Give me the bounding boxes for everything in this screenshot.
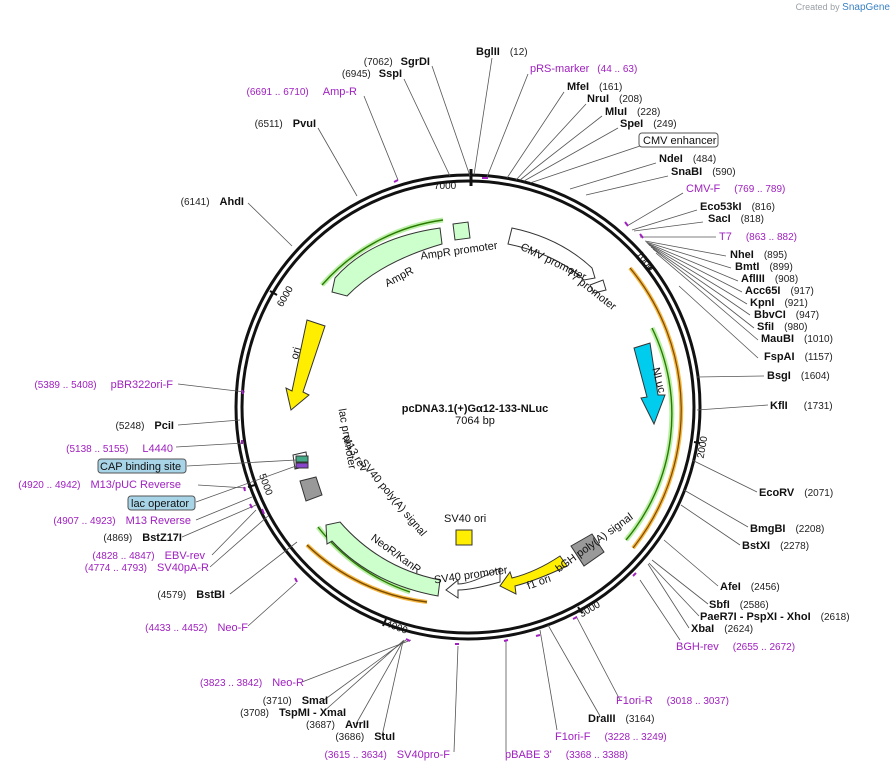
boxed-labels: CMV enhancer CAP binding site lac operat… <box>97 132 719 511</box>
label-bglii: BglII(12) <box>476 46 528 58</box>
leader-lines-right <box>473 57 769 731</box>
sv40-polya-left <box>299 476 323 502</box>
label-pcii: (5248)PciI <box>116 420 174 432</box>
plasmid-name: pcDNA3.1(+)Gα12-133-NLuc <box>402 403 548 415</box>
label-eco53ki: Eco53kI(816) <box>700 201 775 213</box>
label-t7: T7(863 .. 882) <box>719 231 797 243</box>
cap-site-marker <box>295 462 309 469</box>
label-neo-r: (3823 .. 3842)Neo-R <box>200 677 304 689</box>
tick-4000: 4000 <box>384 619 409 637</box>
label-ori: ori <box>289 346 304 361</box>
label-sv40pro-f: (3615 .. 3634)SV40pro-F <box>325 749 451 761</box>
label-avrii: (3687)AvrII <box>306 719 369 731</box>
t7-promoter-arrow <box>589 279 607 294</box>
label-bgh-rev: BGH-rev(2655 .. 2672) <box>676 641 795 653</box>
label-ahdi: (6141)AhdI <box>181 196 244 208</box>
f1-ori-arrow <box>499 555 568 595</box>
left-labels: (7062)SgrDI (6945)SspI (6691 .. 6710)Amp… <box>18 56 628 761</box>
feature-arcs <box>305 217 684 604</box>
label-spei: SpeI(249) <box>620 118 677 130</box>
cmv-promoter-arrow <box>507 227 596 281</box>
ampr-arrow <box>331 227 443 297</box>
sv40-ori-box <box>455 529 473 546</box>
neor-arrow <box>325 521 441 597</box>
label-afliii: AflIII(908) <box>741 273 798 285</box>
label-ebv-rev: (4828 .. 4847)EBV-rev <box>92 550 205 562</box>
features <box>285 221 666 599</box>
nluc-arrow <box>633 342 666 426</box>
label-sspi: (6945)SspI <box>342 68 402 80</box>
label-kfli: KflI(1731) <box>770 400 833 412</box>
center-title: pcDNA3.1(+)Gα12-133-NLuc 7064 bp <box>402 403 548 427</box>
label-draiii: DraIII(3164) <box>588 713 654 725</box>
label-bstz17i: (4869)BstZ17I <box>103 532 182 544</box>
label-xbai: XbaI(2624) <box>691 623 753 635</box>
label-fspai: FspAI(1157) <box>764 351 833 363</box>
label-f1ori-f: F1ori-F(3228 .. 3249) <box>555 731 667 743</box>
label-tspmi-xmai: (3708)TspMI - XmaI <box>240 707 346 719</box>
snapgene-logo: SnapGene <box>842 2 890 13</box>
label-mfei: MfeI(161) <box>567 81 622 93</box>
label-snabi: SnaBI(590) <box>671 166 736 178</box>
backbone <box>234 169 702 641</box>
label-nrui: NruI(208) <box>587 93 642 105</box>
tick-2000: 2000 <box>696 435 711 459</box>
label-paer7i: PaeR7I - PspXI - XhoI(2618) <box>700 611 850 623</box>
label-f1ori-r: F1ori-R(3018 .. 3037) <box>616 695 729 707</box>
m13-rev-marker <box>295 455 309 463</box>
sv40-promoter-arrow <box>445 567 501 599</box>
primer-marks <box>241 177 644 645</box>
label-pvui: (6511)PvuI <box>255 118 316 130</box>
label-pbr322ori-f: (5389 .. 5408)pBR322ori-F <box>34 379 173 391</box>
cmv-enhancer-label: CMV enhancer <box>643 135 717 147</box>
label-l4440: (5138 .. 5155)L4440 <box>66 443 173 455</box>
label-sv40-polya-left: SV40 poly(A) signal <box>357 457 428 539</box>
label-mlui: MluI(228) <box>605 106 660 118</box>
label-bbvci: BbvCI(947) <box>754 309 819 321</box>
label-bsgi: BsgI(1604) <box>767 370 830 382</box>
ori-arrow <box>285 319 326 411</box>
label-bstbi: (4579)BstBI <box>157 589 225 601</box>
label-sfii: SfiI(980) <box>757 321 807 333</box>
label-sbfi: SbfI(2586) <box>709 599 769 611</box>
label-prs-marker: pRS-marker(44 .. 63) <box>530 63 637 75</box>
credit-prefix: Created by <box>795 2 840 12</box>
cap-binding-site-label: CAP binding site <box>100 461 181 473</box>
label-acc65i: Acc65I(917) <box>745 285 814 297</box>
label-kpni: KpnI(921) <box>750 297 808 309</box>
label-bmti: BmtI(899) <box>735 261 793 273</box>
label-amp-r: (6691 .. 6710)Amp-R <box>247 86 358 98</box>
label-smai: (3710)SmaI <box>263 695 328 707</box>
label-sv40pa-r: (4774 .. 4793)SV40pA-R <box>85 562 209 574</box>
label-bmgbi: BmgBI(2208) <box>750 523 824 535</box>
label-bstxi: BstXI(2278) <box>742 540 809 552</box>
tick-7000: 7000 <box>434 181 457 192</box>
label-pbabe-3: pBABE 3'(3368 .. 3388) <box>505 749 628 761</box>
label-saci: SacI(818) <box>708 213 764 225</box>
label-afei: AfeI(2456) <box>720 581 780 593</box>
label-nhei: NheI(895) <box>730 249 787 261</box>
lac-operator-label: lac operator <box>131 498 189 510</box>
label-ecorv: EcoRV(2071) <box>759 487 833 499</box>
plasmid-length: 7064 bp <box>455 415 495 427</box>
label-stui: (3686)StuI <box>335 731 395 743</box>
bgh-polya-box <box>570 533 605 567</box>
label-ndei: NdeI(484) <box>659 153 716 165</box>
label-bgh-polya: bGH poly(A) signal <box>554 511 636 575</box>
label-m13-reverse: (4907 .. 4923)M13 Reverse <box>53 515 191 527</box>
right-labels: BglII(12) pRS-marker(44 .. 63) MfeI(161)… <box>476 46 850 743</box>
leader-lines-left <box>175 65 507 753</box>
tick-6000: 6000 <box>275 284 296 309</box>
label-sv40-ori: SV40 ori <box>444 513 486 525</box>
snapgene-credit: Created by SnapGene <box>796 2 890 13</box>
ampr-promoter-arrow <box>452 221 471 241</box>
label-sgrdi: (7062)SgrDI <box>364 56 430 68</box>
label-m13-puc-reverse: (4920 .. 4942)M13/pUC Reverse <box>18 479 181 491</box>
label-ampr: AmpR <box>383 265 416 290</box>
label-neo-f: (4433 .. 4452)Neo-F <box>145 622 248 634</box>
label-maubi: MauBI(1010) <box>761 333 833 345</box>
tick-1000: 1000 <box>633 249 656 274</box>
label-cmv-f: CMV-F(769 .. 789) <box>686 183 785 195</box>
